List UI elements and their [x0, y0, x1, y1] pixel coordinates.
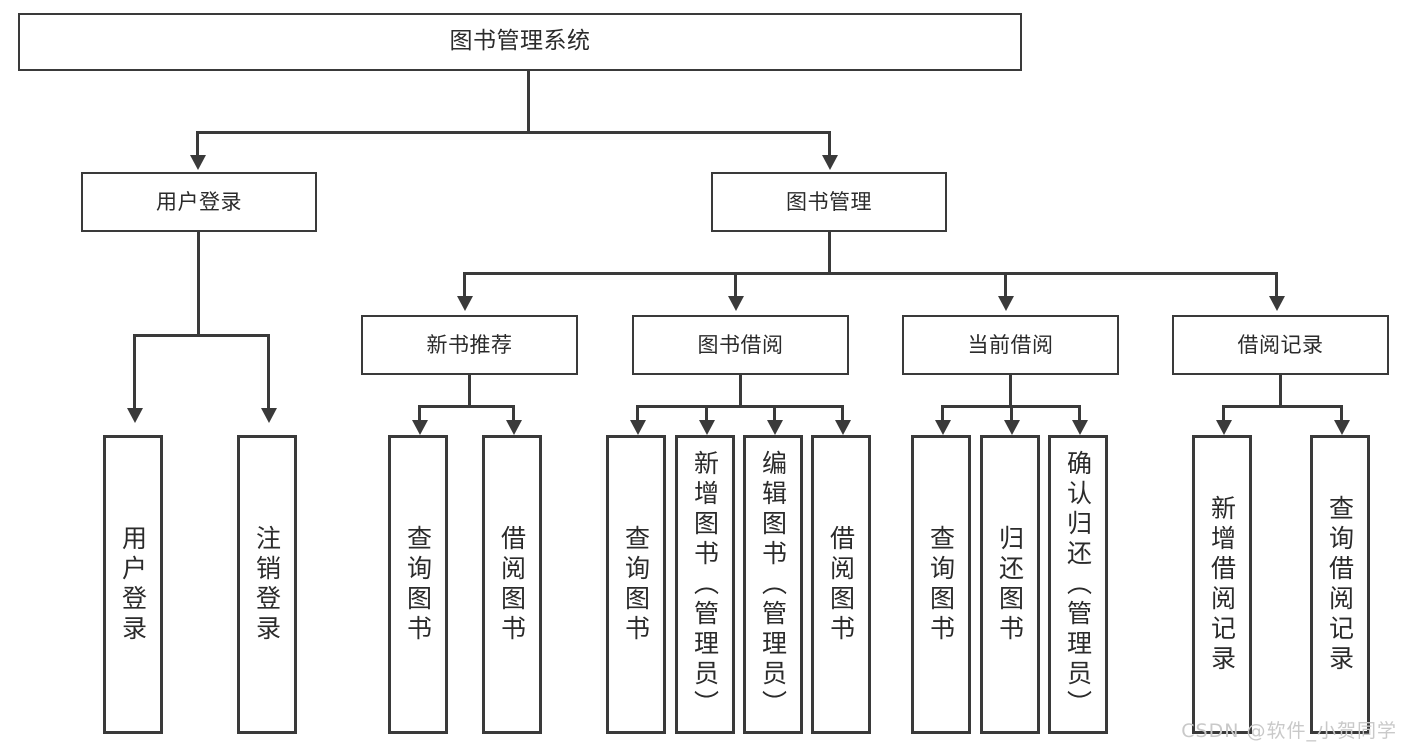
node-label: 用户登录 [156, 189, 242, 214]
arrow-new-book-to-leaf-2 [506, 420, 522, 435]
node-book-borrow[interactable]: 图书借阅 [632, 315, 849, 375]
connector-current-borrow-to-leaf-2 [1010, 405, 1013, 423]
arrow-to-book-borrow [728, 296, 744, 311]
node-label: 编辑图书（管理员） [758, 449, 788, 720]
arrow-book-borrow-to-leaf-4 [835, 420, 851, 435]
csdn-watermark: CSDN @软件_小贺同学 [1181, 720, 1397, 742]
arrow-current-borrow-to-leaf-2 [1004, 420, 1020, 435]
arrow-root-to-book-manage [822, 155, 838, 170]
connector-to-book-borrow [734, 272, 737, 298]
connector-book-borrow-to-leaf-3 [773, 405, 776, 423]
connector-user-login-stem [197, 232, 200, 336]
connector-new-book-to-leaf-2 [512, 405, 515, 423]
node-label: 图书借阅 [697, 332, 784, 357]
leaf-user-login-signout[interactable]: 注销登录 [237, 435, 297, 734]
node-label: 新增图书（管理员） [690, 449, 720, 720]
connector-new-book-bar [418, 405, 515, 408]
node-label: 当前借阅 [967, 332, 1054, 357]
node-label: 新书推荐 [426, 332, 513, 357]
arrow-borrow-record-to-leaf-2 [1334, 420, 1350, 435]
leaf-book-borrow-edit[interactable]: 编辑图书（管理员） [743, 435, 803, 734]
node-label: 借阅图书 [497, 524, 527, 645]
connector-book-borrow-to-leaf-2 [705, 405, 708, 423]
arrow-to-new-book [457, 296, 473, 311]
node-label: 查询图书 [621, 524, 651, 645]
arrow-borrow-record-to-leaf-1 [1216, 420, 1232, 435]
connector-to-current-borrow [1004, 272, 1007, 298]
leaf-new-book-borrow[interactable]: 借阅图书 [482, 435, 542, 734]
node-user-login[interactable]: 用户登录 [81, 172, 317, 232]
connector-borrow-record-to-leaf-1 [1222, 405, 1225, 423]
node-label: 借阅记录 [1237, 332, 1324, 357]
node-label: 新增借阅记录 [1207, 494, 1237, 675]
leaf-current-borrow-confirm-return[interactable]: 确认归还（管理员） [1048, 435, 1108, 734]
node-label: 图书管理系统 [449, 28, 591, 55]
connector-new-book-to-leaf-1 [418, 405, 421, 423]
leaf-borrow-record-query[interactable]: 查询借阅记录 [1310, 435, 1370, 734]
node-label: 查询借阅记录 [1325, 494, 1355, 675]
node-label: 归还图书 [995, 524, 1025, 645]
connector-root-to-user-login [196, 131, 199, 157]
connector-current-borrow-to-leaf-3 [1078, 405, 1081, 423]
leaf-new-book-query[interactable]: 查询图书 [388, 435, 448, 734]
connector-book-borrow-stem [739, 375, 742, 407]
leaf-borrow-record-add[interactable]: 新增借阅记录 [1192, 435, 1252, 734]
node-label: 查询图书 [926, 524, 956, 645]
connector-user-login-to-leaf-2 [267, 334, 270, 410]
connector-root-stem [527, 71, 530, 133]
arrow-user-login-to-leaf-1 [127, 408, 143, 423]
connector-borrow-record-stem [1279, 375, 1282, 407]
connector-book-manage-bar [463, 272, 1278, 275]
leaf-book-borrow-borrow[interactable]: 借阅图书 [811, 435, 871, 734]
node-label: 借阅图书 [826, 524, 856, 645]
node-book-management[interactable]: 图书管理 [711, 172, 947, 232]
connector-borrow-record-to-leaf-2 [1340, 405, 1343, 423]
arrow-book-borrow-to-leaf-3 [767, 420, 783, 435]
node-borrow-record[interactable]: 借阅记录 [1172, 315, 1389, 375]
connector-root-bar [196, 131, 831, 134]
arrow-root-to-user-login [190, 155, 206, 170]
arrow-current-borrow-to-leaf-1 [935, 420, 951, 435]
connector-user-login-bar [133, 334, 270, 337]
connector-book-borrow-to-leaf-4 [841, 405, 844, 423]
node-label: 查询图书 [403, 524, 433, 645]
arrow-to-borrow-record [1269, 296, 1285, 311]
arrow-to-current-borrow [998, 296, 1014, 311]
connector-new-book-stem [468, 375, 471, 407]
connector-book-manage-stem [828, 232, 831, 274]
connector-current-borrow-to-leaf-1 [941, 405, 944, 423]
leaf-current-borrow-return[interactable]: 归还图书 [980, 435, 1040, 734]
connector-book-borrow-bar [636, 405, 844, 408]
node-new-book-recommend[interactable]: 新书推荐 [361, 315, 578, 375]
arrow-book-borrow-to-leaf-2 [699, 420, 715, 435]
arrow-user-login-to-leaf-2 [261, 408, 277, 423]
leaf-user-login-signin[interactable]: 用户登录 [103, 435, 163, 734]
node-label: 用户登录 [118, 524, 148, 645]
connector-borrow-record-bar [1222, 405, 1343, 408]
node-current-borrow[interactable]: 当前借阅 [902, 315, 1119, 375]
connector-to-borrow-record [1275, 272, 1278, 298]
arrow-current-borrow-to-leaf-3 [1072, 420, 1088, 435]
connector-book-borrow-to-leaf-1 [636, 405, 639, 423]
arrow-new-book-to-leaf-1 [412, 420, 428, 435]
leaf-book-borrow-add[interactable]: 新增图书（管理员） [675, 435, 735, 734]
leaf-book-borrow-query[interactable]: 查询图书 [606, 435, 666, 734]
leaf-current-borrow-query[interactable]: 查询图书 [911, 435, 971, 734]
node-label: 注销登录 [252, 524, 282, 645]
node-label: 图书管理 [786, 189, 872, 214]
node-root-system[interactable]: 图书管理系统 [18, 13, 1022, 71]
arrow-book-borrow-to-leaf-1 [630, 420, 646, 435]
connector-user-login-to-leaf-1 [133, 334, 136, 410]
node-label: 确认归还（管理员） [1063, 449, 1093, 720]
connector-current-borrow-stem [1009, 375, 1012, 407]
connector-root-to-book-manage [828, 131, 831, 157]
connector-to-new-book [463, 272, 466, 298]
